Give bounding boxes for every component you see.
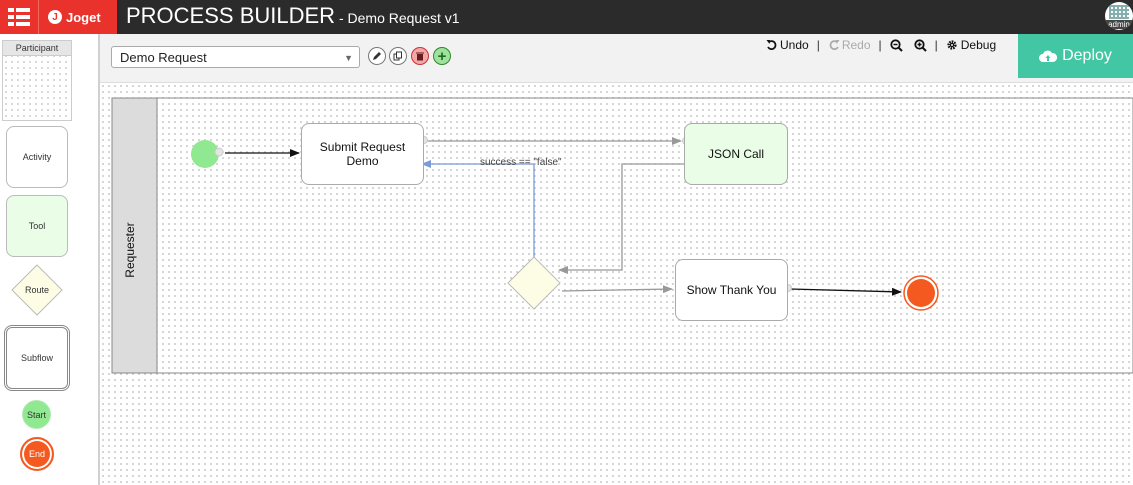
palette-activity-label: Activity: [22, 152, 52, 162]
chevron-down-icon: ▼: [344, 53, 353, 63]
page-title-text: PROCESS BUILDER: [126, 3, 336, 28]
avatar-icon: [1109, 5, 1129, 19]
avatar[interactable]: admin: [1105, 2, 1133, 30]
edit-process-button[interactable]: [368, 47, 386, 65]
pencil-icon: [373, 52, 381, 60]
palette-start[interactable]: Start: [22, 400, 51, 429]
redo-icon: [829, 40, 840, 50]
transition-json-route[interactable]: [558, 163, 684, 274]
palette-subflow[interactable]: Subflow: [4, 325, 70, 391]
top-bar: J Joget PROCESS BUILDER - Demo Request v…: [0, 0, 1133, 34]
avatar-username: admin: [1105, 20, 1133, 29]
joget-logo[interactable]: J Joget: [38, 0, 117, 34]
swimlane-label: Requester: [123, 222, 137, 278]
palette-route[interactable]: Route: [11, 264, 63, 316]
process-diagram: [111, 97, 1133, 374]
zoom-out-button[interactable]: [890, 38, 903, 52]
copy-process-button[interactable]: [389, 47, 407, 65]
route-node[interactable]: [507, 256, 561, 310]
activity-label-line2: Demo: [346, 154, 379, 168]
undo-button[interactable]: Undo: [766, 38, 809, 52]
palette-tool-label: Tool: [28, 221, 46, 231]
gear-icon: [947, 40, 957, 50]
swimlane-header[interactable]: [111, 97, 158, 374]
tool-json-call[interactable]: JSON Call: [684, 123, 788, 185]
transition-route-thanks[interactable]: [561, 285, 673, 294]
activity-show-thank-you[interactable]: Show Thank You: [675, 259, 788, 321]
undo-label: Undo: [780, 38, 809, 52]
copy-icon: [393, 51, 402, 61]
palette-end[interactable]: End: [20, 437, 54, 471]
process-name: - Demo Request v1: [335, 10, 460, 26]
connector-handle[interactable]: [214, 147, 224, 157]
builder-toolbar: Demo Request ▼ + Undo | Redo | | Debug: [100, 34, 1133, 83]
palette-participant[interactable]: Participant: [2, 40, 72, 121]
transition-condition-label[interactable]: success == "false": [480, 157, 562, 168]
tool-label: JSON Call: [707, 147, 764, 161]
undo-icon: [766, 40, 777, 50]
palette-activity[interactable]: Activity: [6, 126, 68, 188]
debug-button[interactable]: Debug: [946, 38, 996, 52]
cloud-upload-icon: [1039, 50, 1058, 62]
deploy-label: Deploy: [1062, 47, 1112, 64]
transition-route-submit[interactable]: [421, 160, 535, 257]
element-palette: Participant Activity Tool Route Subflow …: [0, 34, 100, 485]
page-title: PROCESS BUILDER - Demo Request v1: [126, 3, 460, 29]
plus-icon: +: [437, 47, 447, 65]
transition-thanks-end[interactable]: [789, 287, 902, 296]
apps-menu-button[interactable]: [0, 0, 38, 34]
palette-tool[interactable]: Tool: [6, 195, 68, 257]
zoom-in-icon: [914, 38, 927, 52]
add-process-button[interactable]: +: [433, 47, 451, 65]
process-select[interactable]: Demo Request ▼: [111, 46, 360, 68]
activity-label-line1: Submit Request: [319, 140, 406, 154]
palette-start-label: Start: [26, 409, 46, 420]
trash-icon: [416, 52, 424, 61]
logo-text: Joget: [66, 9, 101, 25]
start-node[interactable]: [191, 140, 219, 168]
separator: |: [816, 38, 820, 52]
palette-subflow-label: Subflow: [20, 353, 54, 363]
separator: |: [934, 38, 938, 52]
process-select-value: Demo Request: [120, 50, 207, 65]
joget-logo-icon: J: [48, 10, 62, 24]
zoom-out-icon: [890, 38, 903, 52]
palette-participant-label: Participant: [3, 41, 71, 56]
separator: |: [878, 38, 882, 52]
end-node-core: [907, 279, 935, 307]
canvas-actions: Undo | Redo | | Debug: [766, 38, 996, 52]
delete-process-button[interactable]: [411, 47, 429, 65]
zoom-in-button[interactable]: [914, 38, 927, 52]
apps-icon: [8, 8, 30, 26]
redo-button[interactable]: Redo: [828, 38, 871, 52]
deploy-button[interactable]: Deploy: [1018, 34, 1133, 78]
palette-route-label: Route: [24, 285, 50, 295]
redo-label: Redo: [841, 38, 871, 52]
activity-label: Show Thank You: [686, 283, 777, 297]
route-diamond-icon: [11, 264, 63, 316]
debug-label: Debug: [960, 38, 997, 52]
palette-end-label: End: [28, 449, 45, 459]
